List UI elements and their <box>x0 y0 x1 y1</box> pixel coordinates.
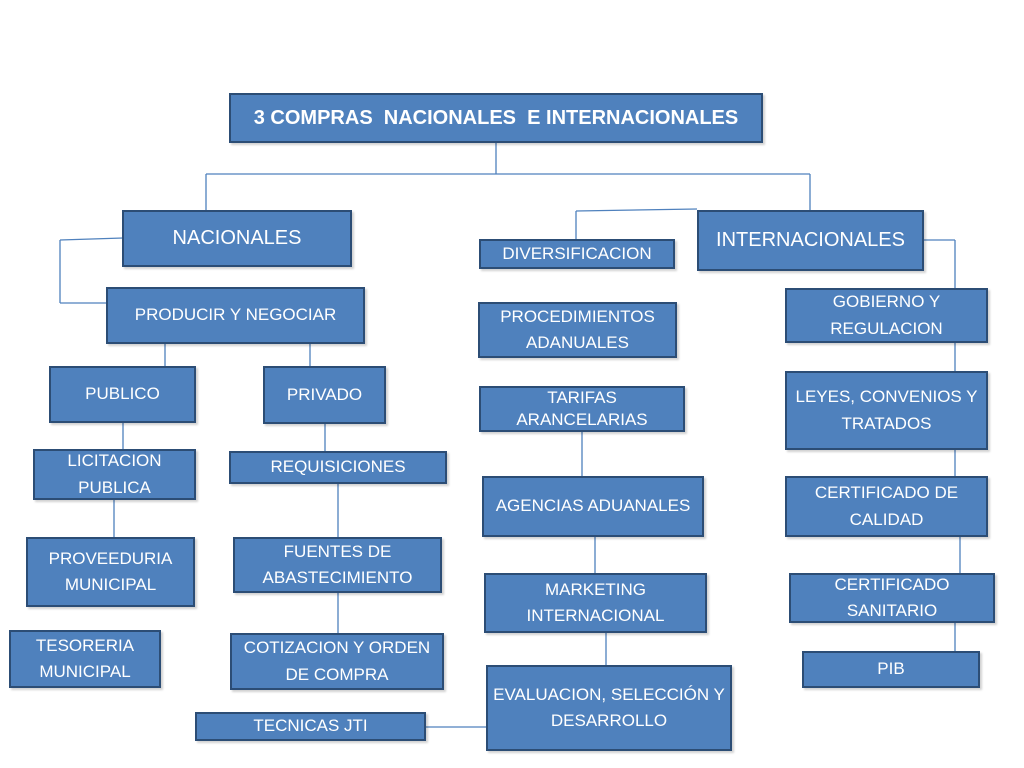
evaluacion-box: EVALUACION, SELECCIÓN Y DESARROLLO <box>486 665 732 751</box>
licitacion-box: LICITACION PUBLICA <box>33 449 196 500</box>
agencias-label: AGENCIAS ADUANALES <box>495 496 691 516</box>
internacionales-box: INTERNACIONALES <box>697 210 924 271</box>
tesoreria-box: TESORERIA MUNICIPAL <box>9 630 161 688</box>
fuentes-label: FUENTES DE ABASTECIMIENTO <box>262 541 413 587</box>
nacionales-label: NACIONALES <box>172 227 302 249</box>
tarifas-box: TARIFAS ARANCELARIAS <box>479 386 685 432</box>
certificado-calidad-box: CERTIFICADO DE CALIDAD <box>785 476 988 537</box>
gobierno-label: GOBIERNO Y REGULACION <box>830 292 943 338</box>
connector-nac-left <box>59 237 124 241</box>
diversificacion-label: DIVERSIFICACION <box>502 243 652 263</box>
nacionales-box: NACIONALES <box>122 210 352 267</box>
internacionales-label: INTERNACIONALES <box>716 229 905 251</box>
title-box: 3 COMPRAS NACIONALES E INTERNACIONALES <box>229 93 763 143</box>
leyes-box: LEYES, CONVENIOS Y TRATADOS <box>785 371 988 450</box>
producir-label: PRODUCIR Y NEGOCIAR <box>134 305 337 325</box>
marketing-box: MARKETING INTERNACIONAL <box>484 573 707 633</box>
proveeduria-box: PROVEEDURIA MUNICIPAL <box>26 537 195 607</box>
procedimientos-label: PROCEDIMIENTOS ADANUALES <box>500 306 655 352</box>
pib-box: PIB <box>802 651 980 688</box>
tesoreria-label: TESORERIA MUNICIPAL <box>35 635 135 681</box>
certificado-calidad-label: CERTIFICADO DE CALIDAD <box>814 483 959 529</box>
producir-box: PRODUCIR Y NEGOCIAR <box>106 287 365 344</box>
connector-intl-middle-bar <box>575 208 698 212</box>
requisiciones-label: REQUISICIONES <box>270 457 406 477</box>
certificado-sanitario-box: CERTIFICADO SANITARIO <box>789 573 995 623</box>
publico-label: PUBLICO <box>85 384 160 404</box>
proveeduria-label: PROVEEDURIA MUNICIPAL <box>48 548 173 594</box>
cotizacion-box: COTIZACION Y ORDEN DE COMPRA <box>230 633 444 690</box>
leyes-label: LEYES, CONVENIOS Y TRATADOS <box>795 387 978 433</box>
fuentes-box: FUENTES DE ABASTECIMIENTO <box>233 537 442 593</box>
evaluacion-label: EVALUACION, SELECCIÓN Y DESARROLLO <box>493 684 725 730</box>
agencias-box: AGENCIAS ADUANALES <box>482 476 704 537</box>
title-text: 3 COMPRAS NACIONALES E INTERNACIONALES <box>253 106 739 129</box>
certificado-sanitario-label: CERTIFICADO SANITARIO <box>834 574 950 620</box>
publico-box: PUBLICO <box>49 366 196 423</box>
marketing-label: MARKETING INTERNACIONAL <box>526 579 665 625</box>
tecnicas-box: TECNICAS JTI <box>195 712 426 741</box>
tarifas-label: TARIFAS ARANCELARIAS <box>516 387 648 429</box>
licitacion-label: LICITACION PUBLICA <box>67 451 162 497</box>
pib-label: PIB <box>877 659 905 679</box>
requisiciones-box: REQUISICIONES <box>229 451 447 484</box>
tecnicas-label: TECNICAS JTI <box>253 716 368 736</box>
privado-box: PRIVADO <box>263 366 386 424</box>
gobierno-box: GOBIERNO Y REGULACION <box>785 288 988 343</box>
procedimientos-box: PROCEDIMIENTOS ADANUALES <box>478 302 677 358</box>
cotizacion-label: COTIZACION Y ORDEN DE COMPRA <box>243 638 431 684</box>
diversificacion-box: DIVERSIFICACION <box>479 239 675 269</box>
privado-label: PRIVADO <box>286 384 363 404</box>
